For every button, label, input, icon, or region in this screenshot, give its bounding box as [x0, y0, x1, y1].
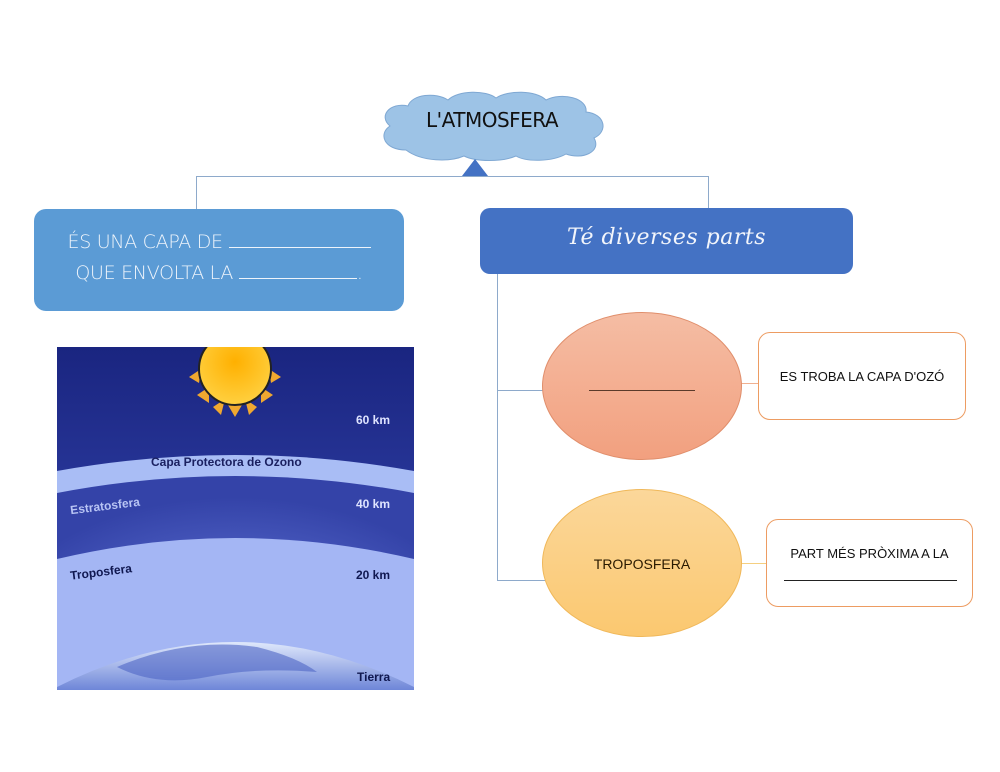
connector-parts-trunk: [497, 274, 498, 580]
blank-answer-3[interactable]: [589, 390, 695, 391]
connector-part2-desc: [741, 563, 766, 564]
part-description-2: PART MÉS PRÒXIMA A LA: [766, 519, 973, 607]
part-description-2-text: PART MÉS PRÒXIMA A LA: [790, 546, 949, 561]
part-ellipse-2-label: TROPOSFERA: [593, 556, 691, 572]
blank-answer-4[interactable]: [784, 580, 957, 581]
connector-part2-branch: [497, 580, 547, 581]
parts-box-label: Té diverses parts: [566, 225, 766, 250]
cloud-shape: [383, 91, 604, 161]
part-ellipse-1: [542, 312, 742, 460]
connector-part1-branch: [497, 390, 543, 391]
label-ozone-layer: Capa Protectora de Ozono: [151, 455, 302, 469]
label-60km: 60 km: [356, 413, 391, 427]
part-description-1: ES TROBA LA CAPA D'OZÓ: [758, 332, 966, 420]
definition-box: ÉS UNA CAPA DE QUE ENVOLTA LA .: [34, 209, 404, 311]
map-title: L'ATMOSFERA: [425, 108, 559, 132]
connector-right-drop: [708, 176, 709, 208]
atmosphere-illustration: 60 km Capa Protectora de Ozono Estratosf…: [57, 347, 414, 690]
definition-line-1: ÉS UNA CAPA DE: [34, 227, 404, 258]
part-ellipse-2: TROPOSFERA: [542, 489, 742, 637]
label-20km: 20 km: [356, 568, 391, 582]
part-description-1-text: ES TROBA LA CAPA D'OZÓ: [779, 369, 945, 384]
parts-box: Té diverses parts: [480, 208, 853, 274]
definition-line-2-text: QUE ENVOLTA LA: [75, 262, 234, 284]
blank-answer-2[interactable]: [238, 261, 357, 279]
atmosphere-layers: [57, 347, 414, 690]
definition-line-2: QUE ENVOLTA LA .: [34, 258, 404, 289]
connector-top-horizontal: [196, 176, 708, 177]
label-earth: Tierra: [357, 670, 391, 684]
definition-line-1-text: ÉS UNA CAPA DE: [67, 231, 224, 253]
connector-part1-desc: [741, 383, 758, 384]
triangle-icon: [462, 159, 488, 176]
connector-left-drop: [196, 176, 197, 209]
label-40km: 40 km: [356, 497, 391, 511]
period: .: [356, 262, 363, 284]
blank-answer-1[interactable]: [228, 230, 371, 248]
